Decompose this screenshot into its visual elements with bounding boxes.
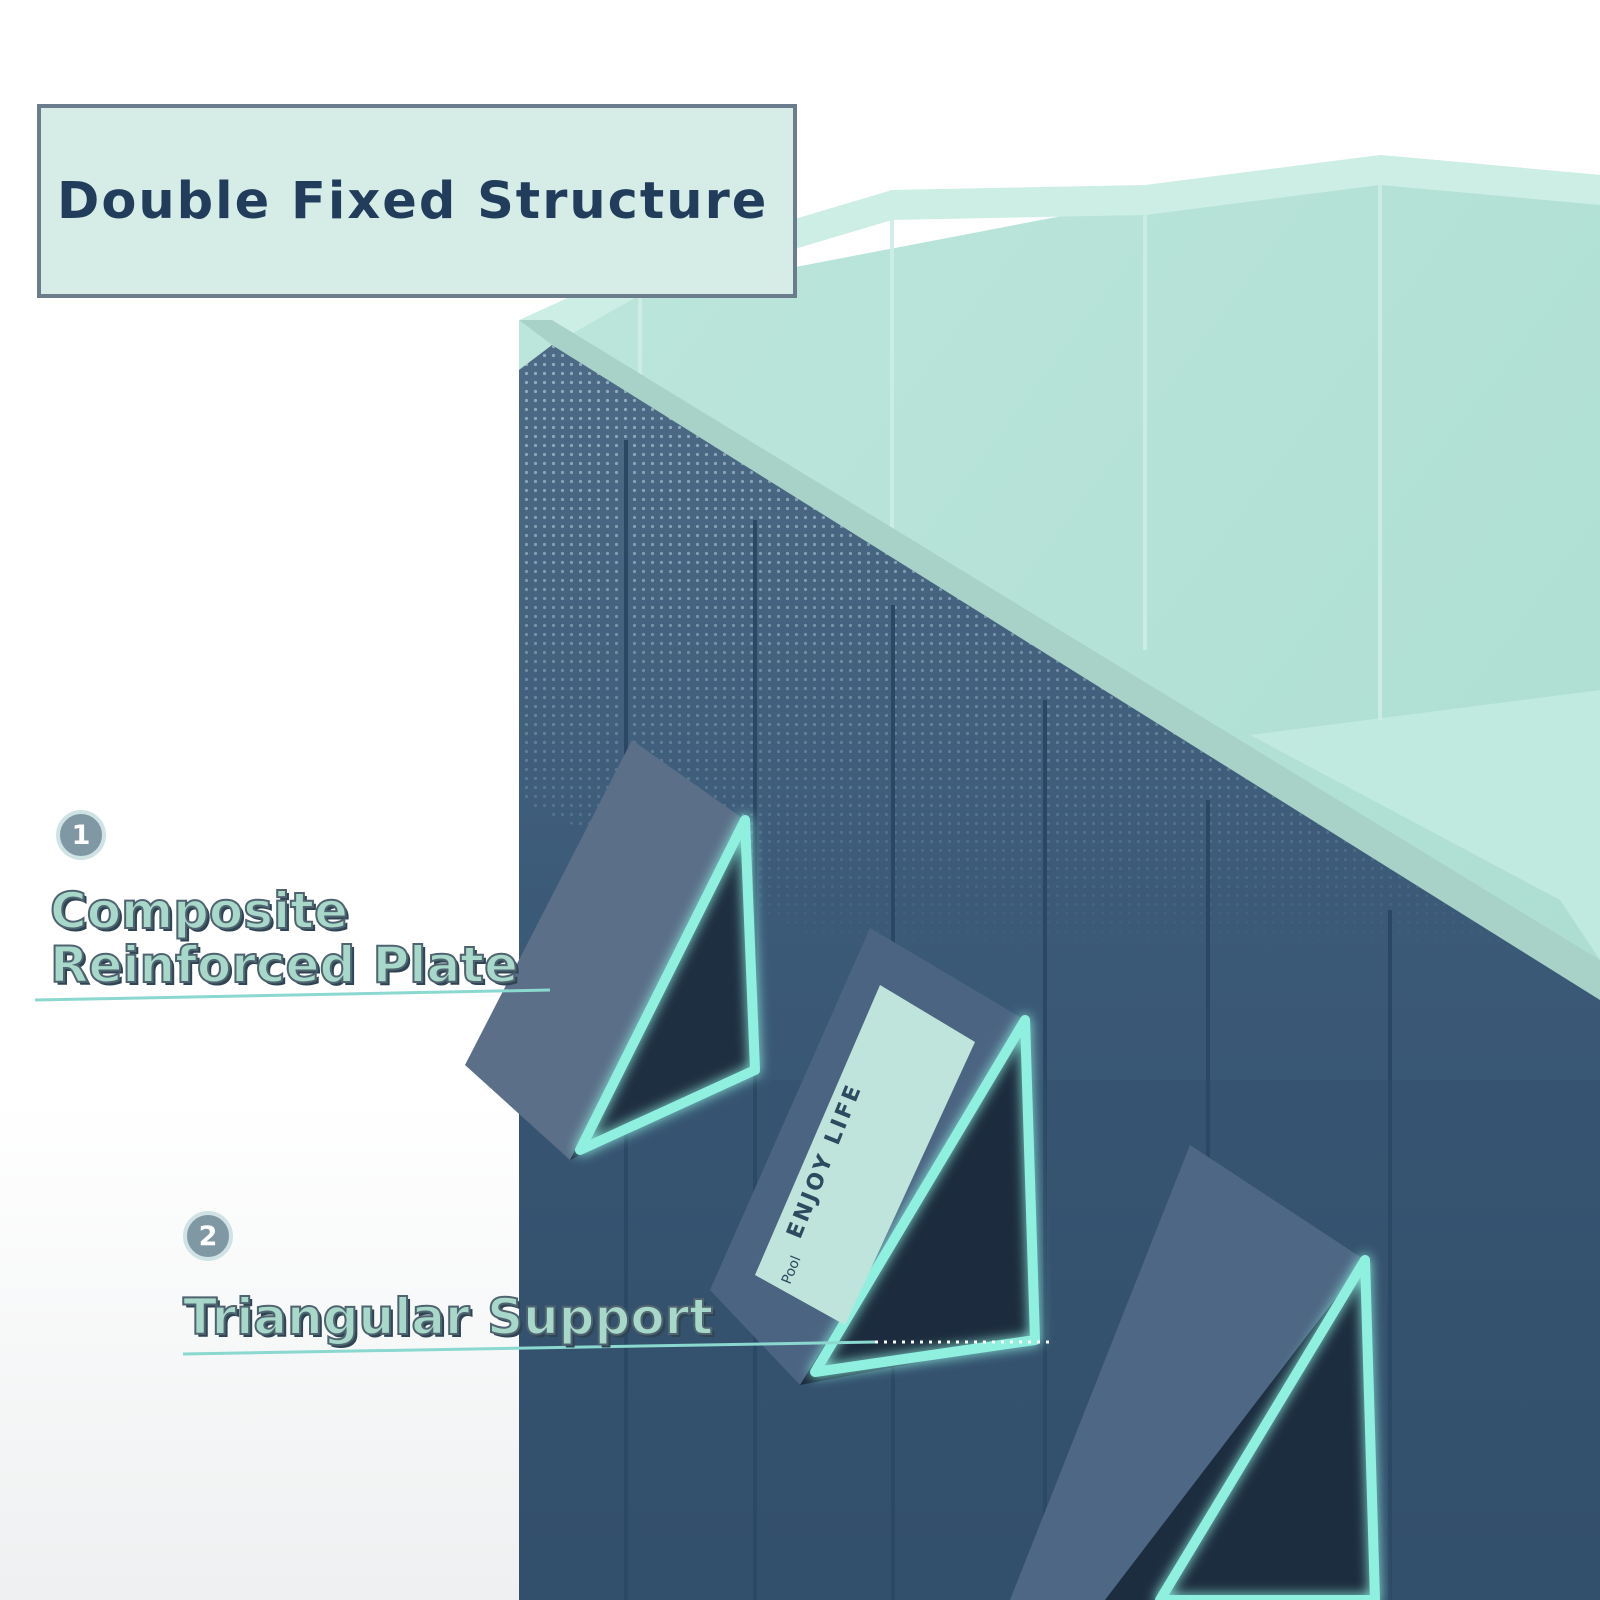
title-banner: Double Fixed Structure [37,104,797,298]
triangular-support-1 [465,740,760,1160]
callout-line-2 [182,1340,876,1356]
dot-pattern [519,345,1600,1300]
triangular-support-3 [1010,1145,1380,1600]
callout-line-1 [34,988,551,1002]
callout-2-line-1: Triangular Support [182,1288,714,1346]
product-label-card [755,985,975,1325]
callout-label-triangular-support: Triangular Support [182,1288,714,1346]
triangular-support-2 [710,928,1040,1385]
page-title: Double Fixed Structure [57,171,769,231]
callout-number-1: 1 [56,810,106,860]
callout-label-composite-plate: Composite Reinforced Plate [49,882,519,994]
pool-side-rim [519,320,1600,1000]
callout-1-line-1: Composite [49,882,349,940]
callout-1-line-2: Reinforced Plate [49,936,519,994]
pool-floor [1250,690,1600,960]
callout-number-2: 2 [183,1211,233,1261]
